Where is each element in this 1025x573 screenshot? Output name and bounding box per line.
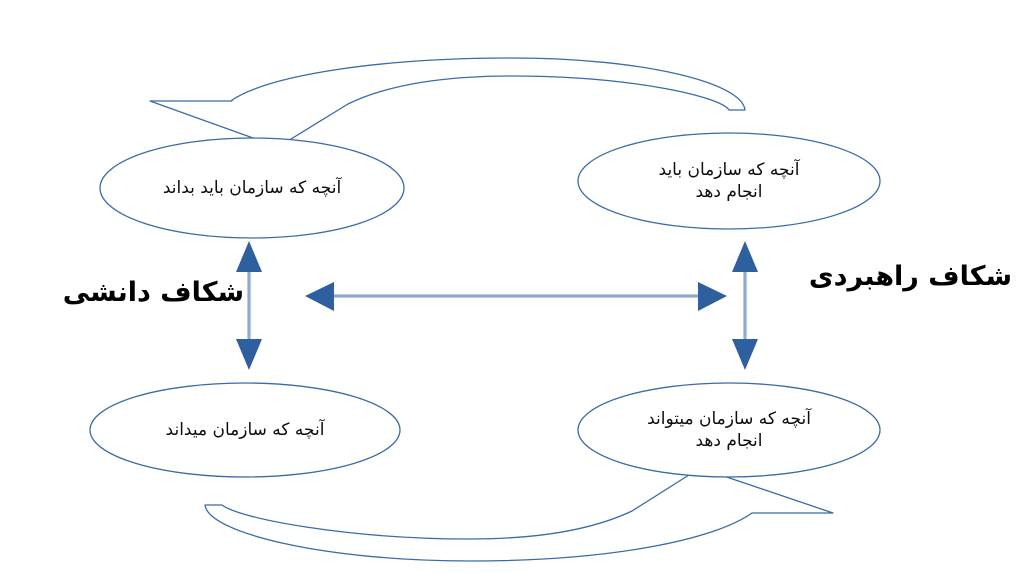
gap-label-strategic: شکاف راهبردی (808, 261, 1012, 292)
top-curved-arrow (149, 57, 746, 148)
center-horizontal-arrow[interactable] (305, 282, 727, 311)
bottom-curved-arrow (204, 467, 834, 562)
center-arrow-head-left (305, 282, 334, 311)
top-arrow-outline (149, 57, 746, 148)
right-vertical-arrow[interactable] (732, 241, 758, 370)
bottom-arrow-outline (204, 467, 834, 562)
node-ellipse-should-know[interactable] (99, 137, 405, 239)
gap-label-knowledge: شکاف دانشی (62, 277, 244, 308)
left-vertical-arrow[interactable] (236, 241, 262, 370)
node-ellipse-can-do[interactable] (577, 382, 881, 478)
node-ellipse-should-do[interactable] (577, 132, 881, 230)
left-arrow-head-up (236, 241, 262, 272)
right-arrow-head-down (732, 339, 758, 370)
left-arrow-head-down (236, 339, 262, 370)
right-arrow-head-up (732, 241, 758, 272)
center-arrow-head-right (698, 282, 727, 311)
node-ellipse-knows[interactable] (89, 382, 401, 478)
